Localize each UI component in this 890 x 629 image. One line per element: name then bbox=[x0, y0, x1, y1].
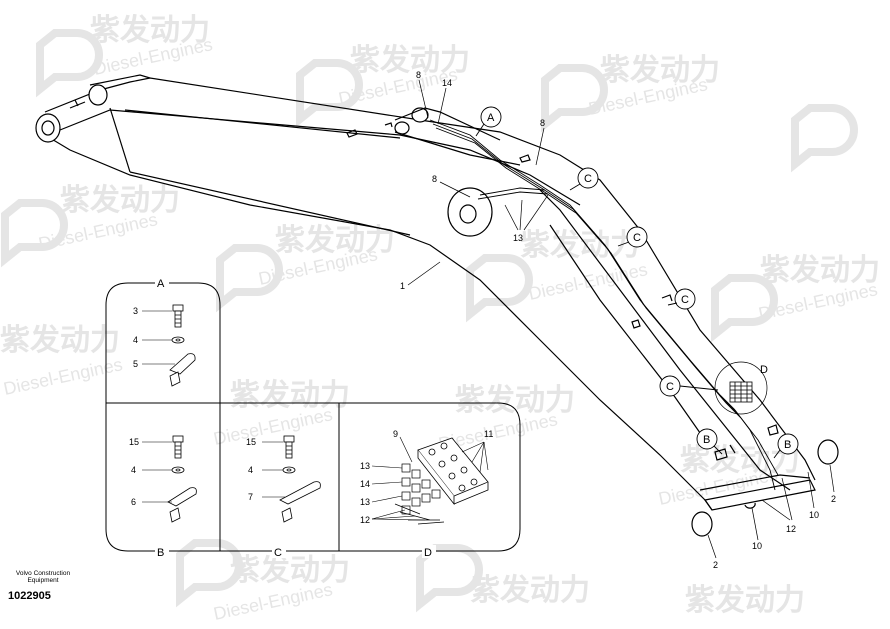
watermark-logo-icon bbox=[791, 104, 858, 173]
bolt-icon bbox=[172, 304, 184, 328]
manifold-block-icon bbox=[417, 437, 489, 506]
box-label-a: A bbox=[157, 278, 165, 290]
marker-c: C bbox=[659, 375, 719, 397]
item-13: 13 bbox=[360, 461, 370, 471]
section-markers: A C C C C D B bbox=[475, 106, 799, 459]
detail-b: 15 4 6 bbox=[129, 435, 197, 523]
marker-b: B bbox=[696, 428, 723, 455]
watermark-cn: 紫发动力 bbox=[600, 54, 720, 87]
item-5: 5 bbox=[133, 359, 138, 369]
watermark-logo-icon bbox=[176, 539, 243, 608]
watermark-logo-icon bbox=[711, 274, 778, 343]
watermark-cn: 紫发动力 bbox=[760, 254, 880, 287]
callout-2: 2 bbox=[713, 560, 718, 570]
svg-text:C: C bbox=[633, 232, 641, 244]
detail-box-labels: A B C D bbox=[155, 276, 436, 559]
svg-text:B: B bbox=[703, 434, 710, 446]
item-7: 7 bbox=[248, 492, 253, 502]
callout-12: 12 bbox=[786, 524, 796, 534]
marker-d: D bbox=[714, 361, 768, 415]
item-3: 3 bbox=[133, 306, 138, 316]
marker-a: A bbox=[475, 106, 502, 137]
watermark-logo-icon bbox=[36, 29, 103, 98]
watermark-cn: 紫发动力 bbox=[90, 14, 210, 47]
callout-8: 8 bbox=[416, 70, 421, 80]
manifold-block-d bbox=[729, 381, 753, 403]
watermark-logo-icon bbox=[541, 64, 608, 133]
watermark-logo-icon bbox=[1, 199, 68, 268]
watermark-cn: 紫发动力 bbox=[685, 584, 805, 617]
item-4: 4 bbox=[131, 465, 136, 475]
svg-text:C: C bbox=[666, 381, 674, 393]
watermark-cn: 紫发动力 bbox=[470, 574, 590, 607]
callout-8: 8 bbox=[432, 174, 437, 184]
watermark-logo-icon bbox=[466, 254, 533, 323]
part-number: 1022905 bbox=[8, 590, 51, 602]
box-label-d: D bbox=[424, 547, 432, 559]
fittings-icon bbox=[394, 463, 445, 525]
detail-d: 9 11 13 14 13 12 bbox=[360, 429, 493, 525]
footer: Volvo Construction Equipment 1022905 bbox=[8, 570, 78, 602]
clamp-icon bbox=[169, 353, 196, 387]
watermark-logo-icon bbox=[416, 544, 483, 613]
marker-c: C bbox=[569, 167, 599, 191]
boom-structure bbox=[35, 74, 839, 537]
callout-14: 14 bbox=[442, 78, 452, 88]
watermark-cn: 紫发动力 bbox=[350, 44, 470, 77]
item-12: 12 bbox=[360, 515, 370, 525]
item-15: 15 bbox=[246, 437, 256, 447]
svg-text:C: C bbox=[681, 294, 689, 306]
watermark-cn: 紫发动力 bbox=[520, 229, 640, 262]
callout-2: 2 bbox=[831, 494, 836, 504]
bolt-icon bbox=[283, 435, 295, 459]
marker-c: C bbox=[617, 226, 648, 248]
item-15: 15 bbox=[129, 437, 139, 447]
item-13: 13 bbox=[360, 497, 370, 507]
svg-text:B: B bbox=[784, 439, 791, 451]
item-9: 9 bbox=[393, 429, 398, 439]
hose-lines bbox=[429, 119, 779, 491]
callout-8: 8 bbox=[540, 118, 545, 128]
detail-c: 15 4 7 bbox=[246, 435, 321, 523]
callout-10: 10 bbox=[752, 541, 762, 551]
item-4: 4 bbox=[248, 465, 253, 475]
maker-line-1: Volvo Construction bbox=[15, 570, 71, 577]
item-14: 14 bbox=[360, 479, 370, 489]
watermark-cn: 紫发动力 bbox=[230, 554, 350, 587]
detail-a: 3 4 5 bbox=[133, 304, 196, 387]
watermark-logo-icon bbox=[216, 244, 283, 313]
watermark-cn: 紫发动力 bbox=[455, 384, 575, 417]
clamp-icon bbox=[279, 481, 321, 523]
svg-text:D: D bbox=[760, 364, 768, 376]
washer-icon bbox=[171, 336, 185, 344]
svg-text:A: A bbox=[487, 112, 495, 124]
box-label-b: B bbox=[157, 547, 164, 559]
maker-label: Volvo Construction Equipment bbox=[8, 570, 78, 584]
watermark-layer: 紫发动力 Diesel-Engines 紫发动力 Diesel-Engines … bbox=[0, 14, 880, 624]
marker-c: C bbox=[667, 288, 696, 310]
maker-line-2: Equipment bbox=[27, 577, 59, 584]
callout-13: 13 bbox=[513, 233, 523, 243]
item-11: 11 bbox=[484, 429, 493, 439]
callout-10: 10 bbox=[809, 510, 819, 520]
washer-icon bbox=[171, 466, 185, 474]
item-4: 4 bbox=[133, 335, 138, 345]
watermark-cn: 紫发动力 bbox=[230, 379, 350, 412]
main-callouts: 1 8 14 8 8 13 2 2 10 10 12 bbox=[400, 70, 836, 570]
watermark-cn: 紫发动力 bbox=[60, 184, 180, 217]
bolt-icon bbox=[172, 435, 184, 459]
washer-icon bbox=[282, 466, 296, 474]
item-6: 6 bbox=[131, 497, 136, 507]
marker-b: B bbox=[773, 433, 799, 459]
watermark-cn: 紫发动力 bbox=[275, 224, 395, 257]
svg-text:C: C bbox=[584, 173, 592, 185]
clamp-icon bbox=[167, 487, 197, 523]
watermark-cn: 紫发动力 bbox=[0, 324, 120, 357]
callout-1: 1 bbox=[400, 281, 405, 291]
box-label-c: C bbox=[274, 547, 282, 559]
